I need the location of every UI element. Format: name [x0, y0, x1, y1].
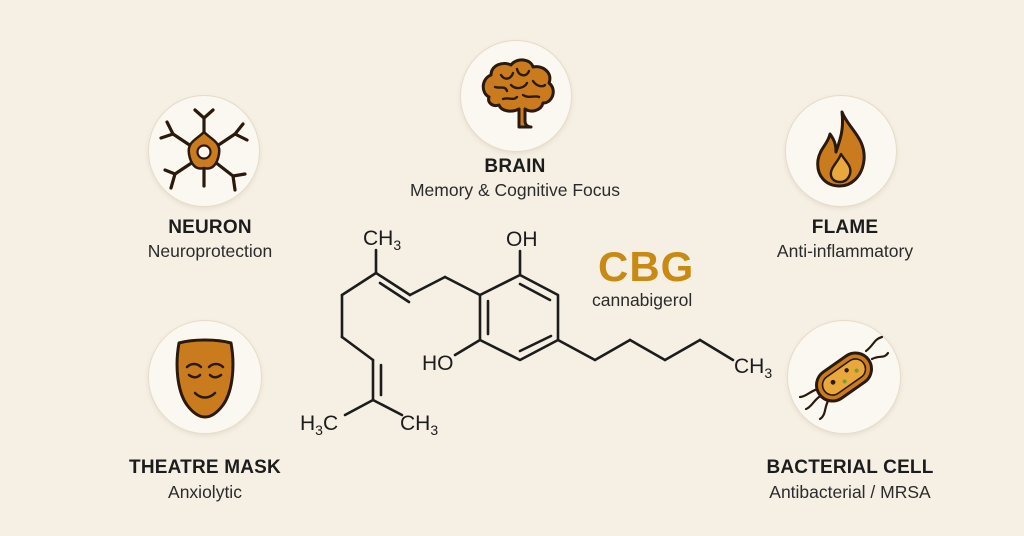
- flame-icon: [816, 110, 866, 188]
- flame-icon-circle: [785, 95, 897, 207]
- bacterial-cell-icon: [798, 335, 890, 421]
- ch3-bottom-label: CH3: [400, 412, 438, 438]
- ch3-right-label: CH3: [734, 355, 772, 381]
- oh-top-label: OH: [506, 228, 538, 251]
- benefit-neuron: NEURON Neuroprotection: [120, 95, 300, 265]
- benefit-flame: FLAME Anti-inflammatory: [740, 95, 950, 265]
- brain-icon-circle: [460, 40, 572, 152]
- compound-abbreviation: CBG: [598, 243, 695, 290]
- neuron-icon-circle: [148, 95, 260, 207]
- flame-desc: Anti-inflammatory: [776, 241, 914, 261]
- theatre-mask-title: THEATRE MASK: [129, 457, 281, 478]
- neuron-icon: [159, 108, 249, 192]
- benefit-brain: BRAIN Memory & Cognitive Focus: [380, 40, 650, 210]
- cbg-molecule-structure: CH3 OH HO CH3 H3C CH3: [300, 227, 772, 438]
- theatre-mask-desc: Anxiolytic: [168, 482, 242, 502]
- theatre-mask-icon: [175, 338, 235, 419]
- benefit-bacterial-cell: BACTERIAL CELL Antibacterial / MRSA: [740, 320, 960, 510]
- benefit-theatre-mask: THEATRE MASK Anxiolytic: [100, 320, 310, 510]
- neuron-desc: Neuroprotection: [147, 241, 273, 261]
- neuron-title: NEURON: [168, 217, 252, 238]
- bacterial-cell-icon-circle: [787, 320, 901, 434]
- bacterial-cell-desc: Antibacterial / MRSA: [769, 482, 931, 502]
- flame-title: FLAME: [811, 217, 879, 238]
- bacterial-cell-title: BACTERIAL CELL: [766, 457, 934, 478]
- h3c-left-label: H3C: [300, 412, 338, 438]
- brain-desc: Memory & Cognitive Focus: [409, 180, 621, 200]
- ch3-top-label: CH3: [363, 227, 401, 253]
- brain-title: BRAIN: [484, 156, 546, 177]
- compound-name: cannabigerol: [592, 290, 693, 310]
- oh-left-label: HO: [422, 352, 454, 375]
- theatre-mask-icon-circle: [148, 320, 262, 434]
- brain-icon: [481, 58, 555, 129]
